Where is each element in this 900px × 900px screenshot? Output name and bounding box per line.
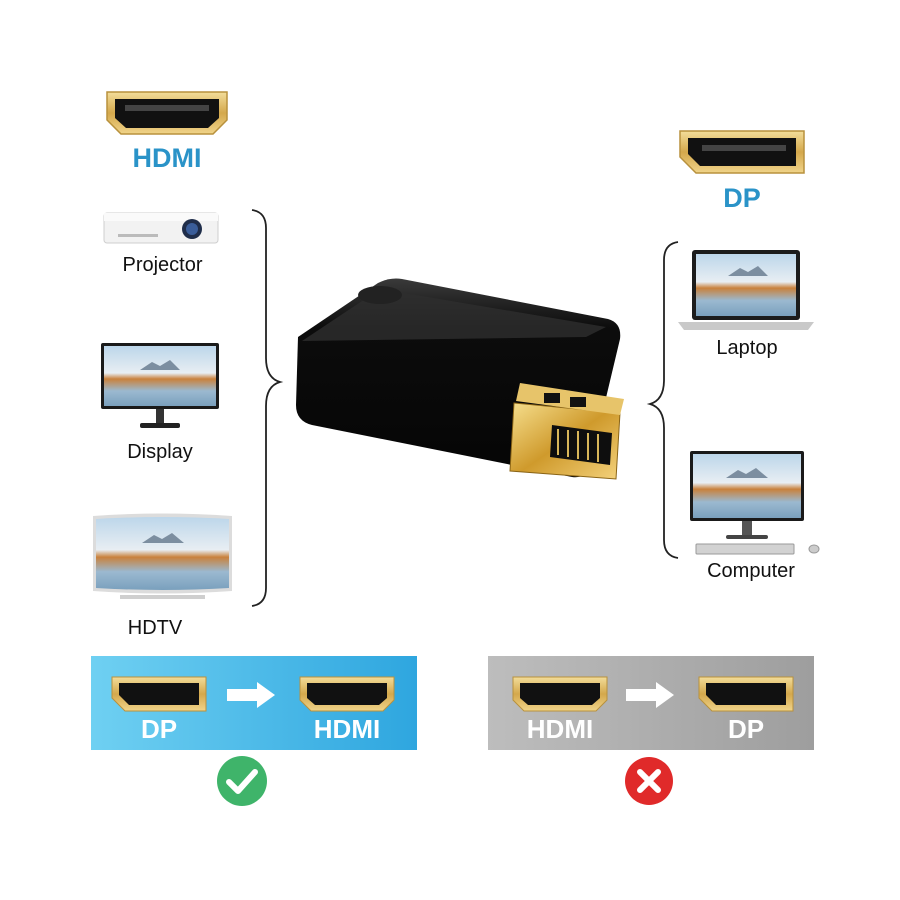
left-port-title: HDMI — [132, 143, 202, 173]
right-bracket — [642, 240, 682, 560]
supported-to-label: HDMI — [313, 714, 381, 744]
cross-icon — [623, 755, 675, 807]
hdmi-port-icon — [510, 674, 610, 714]
dp-port-icon — [676, 127, 808, 177]
right-port-title: DP — [723, 183, 761, 213]
computer-label: Computer — [707, 560, 795, 582]
supported-direction-panel: DP HDMI — [91, 656, 417, 750]
unsupported-direction-panel: HDMI DP — [488, 656, 814, 750]
check-icon — [215, 754, 269, 808]
supported-from-label: DP — [140, 714, 178, 744]
display-label: Display — [127, 441, 193, 463]
arrow-right-icon — [624, 680, 676, 710]
dp-port-icon — [696, 674, 796, 714]
projector-icon — [102, 210, 220, 246]
laptop-label: Laptop — [716, 337, 778, 359]
hdtv-icon — [90, 513, 235, 605]
dp-to-hdmi-adapter-image — [290, 275, 640, 490]
projector-label: Projector — [122, 254, 203, 276]
dp-port-icon — [109, 674, 209, 714]
hdtv-label: HDTV — [127, 617, 183, 639]
laptop-icon — [676, 248, 816, 332]
display-monitor-icon — [100, 342, 220, 432]
computer-icon — [688, 450, 828, 560]
hdmi-port-icon — [297, 674, 397, 714]
hdmi-port-icon — [103, 88, 231, 138]
unsupported-from-label: HDMI — [526, 714, 594, 744]
left-bracket — [248, 208, 288, 608]
unsupported-to-label: DP — [727, 714, 765, 744]
arrow-right-icon — [225, 680, 277, 710]
